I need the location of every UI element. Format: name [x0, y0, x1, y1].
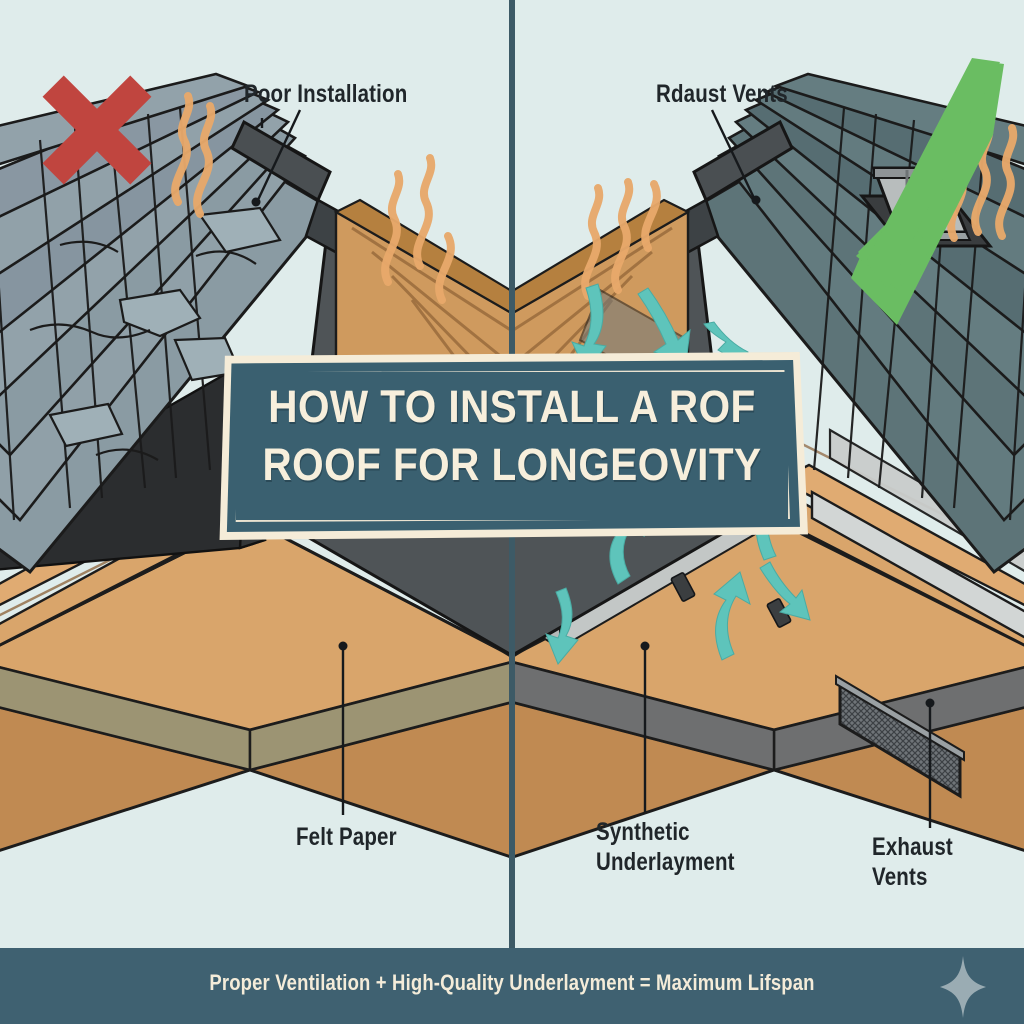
bottom-banner-tagline: Proper Ventilation + High-Quality Underl… [209, 970, 815, 995]
heat-wave-icon [611, 178, 634, 294]
heat-wave-icon [581, 184, 604, 300]
leader-lines-group [251, 109, 935, 828]
poster-title: HOW TO INSTALL A ROF ROOF FOR LONGEOVITY [262, 381, 762, 490]
title-banner-field [226, 360, 800, 532]
heat-wave-icon [995, 124, 1018, 240]
left-deck-slab [0, 428, 512, 859]
heat-wave-icon [171, 92, 194, 206]
green-check-icon [851, 58, 1004, 325]
verdict-marks-group [42, 58, 1004, 325]
red-x-icon [42, 75, 152, 185]
sparkle-diamond-icon [940, 956, 986, 1018]
heat-wave-icon [641, 180, 661, 252]
leader-line-ridge-vents [710, 109, 756, 199]
leader-line-poor-installation [256, 109, 302, 201]
airflow-arrow-icon [545, 587, 579, 665]
label-felt-paper: Felt Paper [296, 823, 397, 851]
title-banner: HOW TO INSTALL A ROF ROOF FOR LONGEOVITY [216, 352, 808, 540]
heat-wave-icon [381, 170, 404, 286]
label-synthetic-underlayment: Synthetic Underlayment [596, 818, 735, 876]
left-shingle-field [0, 72, 333, 575]
airflow-arrow-icon [759, 561, 811, 621]
label-exhaust-vents: Exhaust Vents [872, 833, 953, 891]
heat-wave-icon [435, 232, 455, 304]
label-ridge-exhaust-vents: Rdaust Vents [656, 80, 788, 108]
airflow-arrow-icon [713, 571, 751, 661]
label-poor-installation: Poor Installation [244, 80, 408, 108]
heat-wave-icon [413, 154, 436, 270]
heat-waves-group [171, 92, 1018, 304]
heat-wave-icon [193, 102, 216, 218]
right-deck-slab [512, 428, 1024, 859]
bottom-banner: Proper Ventilation + High-Quality Underl… [0, 948, 1024, 1024]
